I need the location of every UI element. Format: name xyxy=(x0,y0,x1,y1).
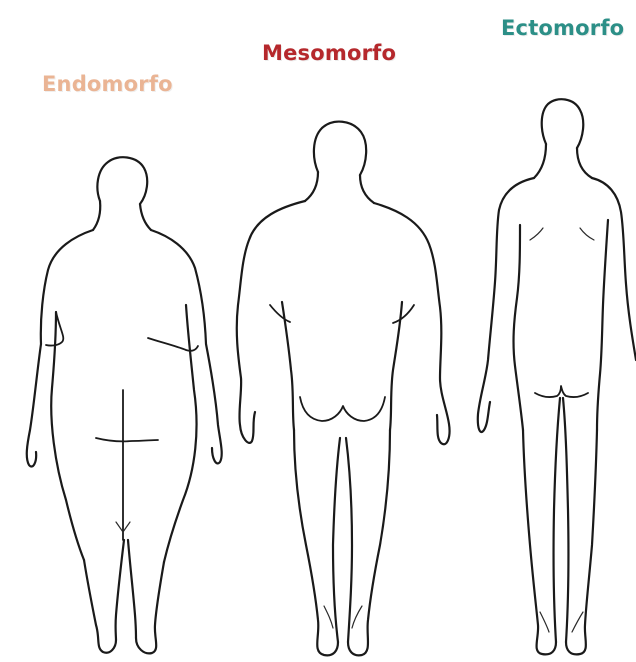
mesomorph-neck-left xyxy=(305,172,318,201)
ectomorph-glutes xyxy=(535,386,588,397)
ectomorph-right-ankle xyxy=(572,612,583,632)
endomorph-neck-left xyxy=(93,201,100,230)
mesomorph-head xyxy=(314,122,366,175)
ectomorph-right-shoulder-blade xyxy=(580,228,594,240)
ectomorph-neck-left xyxy=(534,144,546,178)
endomorph-right-leg xyxy=(136,562,164,653)
endomorph-left-leg xyxy=(84,560,116,653)
mesomorph-inner-right-leg xyxy=(346,438,352,642)
mesomorph-glutes xyxy=(300,397,385,421)
ectomorph-right-leg xyxy=(566,430,597,654)
mesomorph-right-ankle xyxy=(352,606,362,628)
ectomorph-left-shoulder-blade xyxy=(530,228,543,240)
endomorph-left-torso xyxy=(51,312,84,560)
mesomorph-right-arm xyxy=(374,203,450,444)
ectomorph-left-leg xyxy=(523,430,556,654)
ectomorph-left-arm xyxy=(478,178,534,432)
ectomorph-head xyxy=(542,99,584,148)
mesomorph-left-ankle xyxy=(324,606,333,628)
ectomorph-neck-right xyxy=(577,148,592,178)
ectomorph-left-torso xyxy=(514,225,523,430)
mesomorph-left-bicep-line xyxy=(270,305,290,322)
endomorph-waist-line xyxy=(96,438,158,441)
ectomorph-figure xyxy=(478,99,636,654)
endomorph-inner-left-leg xyxy=(116,540,124,640)
ectomorph-right-arm xyxy=(592,178,636,360)
ectomorph-inner-left-leg xyxy=(554,398,560,642)
mesomorph-inner-left-leg xyxy=(333,438,340,642)
mesomorph-neck-right xyxy=(360,175,374,203)
ectomorph-inner-right-leg xyxy=(563,398,568,642)
endomorph-inner-right-leg xyxy=(128,540,136,638)
endomorph-head xyxy=(97,157,147,204)
ectomorph-right-torso xyxy=(597,220,608,430)
endomorph-neck-right xyxy=(140,204,151,230)
mesomorph-right-bicep-line xyxy=(393,305,414,323)
ectomorph-left-ankle xyxy=(540,612,549,632)
endomorph-figure xyxy=(27,157,222,653)
mesomorph-left-arm xyxy=(237,201,305,443)
endomorph-right-shoulder-arm xyxy=(151,230,222,463)
mesomorph-figure xyxy=(237,122,450,656)
endomorph-left-shoulder-arm xyxy=(27,230,93,467)
